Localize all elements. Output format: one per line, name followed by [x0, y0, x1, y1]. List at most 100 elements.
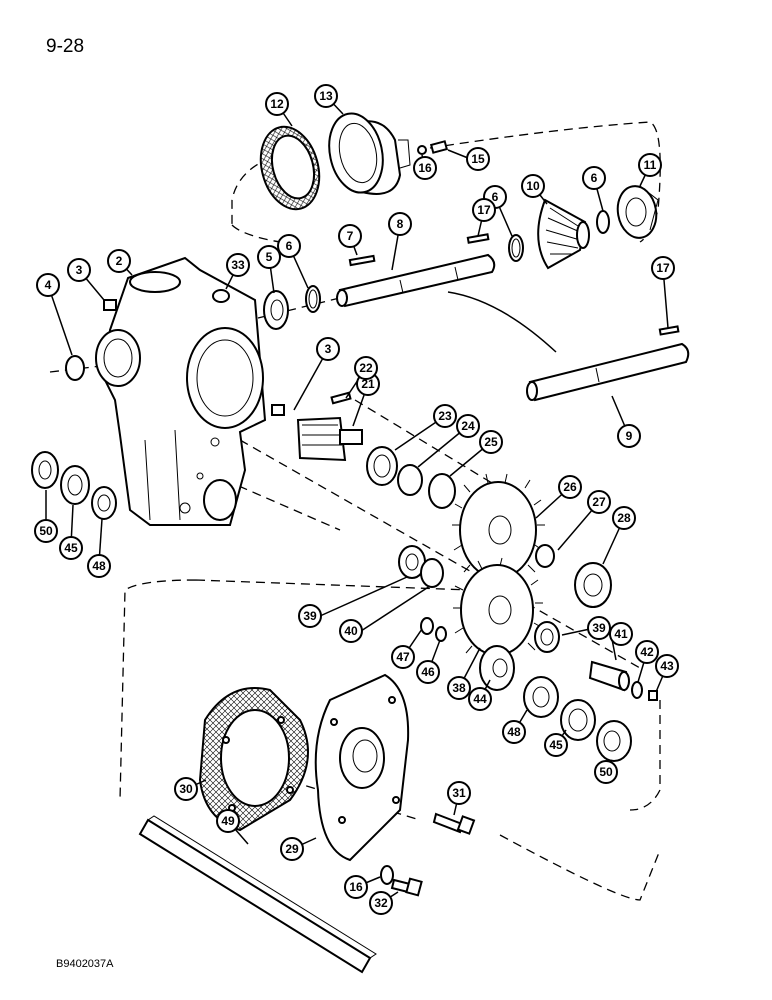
shaft-9: [526, 342, 690, 402]
seal-12: [259, 125, 321, 211]
nut-47: [420, 617, 434, 635]
svg-text:23: 23: [438, 409, 452, 423]
svg-text:50: 50: [39, 524, 53, 538]
snap-ring-40: [420, 558, 444, 588]
center-line-b: [239, 439, 641, 669]
snap-ring-6-left: [305, 285, 321, 313]
callout-16-lower: 16: [344, 875, 368, 899]
page-number: 9-28: [46, 36, 85, 57]
svg-text:29: 29: [285, 842, 299, 856]
callout-45-left: 45: [59, 536, 83, 560]
svg-text:43: 43: [660, 659, 674, 673]
svg-text:4: 4: [45, 278, 52, 292]
cover-29: [314, 673, 410, 862]
svg-text:6: 6: [492, 190, 499, 204]
key-7: [348, 254, 376, 267]
bearing-11: [616, 185, 659, 239]
callout-6-right: 6: [582, 166, 606, 190]
svg-text:27: 27: [592, 495, 606, 509]
callout-27: 27: [587, 490, 611, 514]
svg-text:39: 39: [303, 609, 317, 623]
callout-45-right: 45: [544, 733, 568, 757]
bearing-5: [263, 290, 289, 330]
key-17-upper: [466, 233, 490, 244]
callout-17-lower: 17: [651, 256, 675, 280]
svg-text:15: 15: [471, 152, 485, 166]
callout-39-left: 39: [298, 604, 322, 628]
svg-text:10: 10: [526, 179, 540, 193]
callout-31: 31: [447, 781, 471, 805]
callout-50-left: 50: [34, 519, 58, 543]
bearing-23: [366, 446, 398, 486]
callout-17-upper: 17: [472, 198, 496, 222]
bolt-15: [417, 140, 449, 155]
callout-9: 9: [617, 424, 641, 448]
callout-2: 2: [107, 249, 131, 273]
svg-text:21: 21: [361, 377, 375, 391]
svg-text:22: 22: [359, 361, 373, 375]
gasket-30: [198, 687, 309, 832]
key-17-lower: [658, 325, 680, 336]
callout-3-top: 3: [67, 258, 91, 282]
svg-text:8: 8: [397, 217, 404, 231]
callout-5: 5: [257, 245, 281, 269]
fitting-3-mid: [271, 404, 285, 416]
gearbox-housing-2: [95, 256, 267, 526]
svg-text:41: 41: [614, 627, 628, 641]
lower-group-bracket: [119, 579, 661, 901]
callout-15: 15: [466, 147, 490, 171]
svg-text:45: 45: [64, 541, 78, 555]
ring-42: [631, 681, 643, 699]
bevel-gear-10: [537, 198, 590, 270]
bearing-48-left: [91, 486, 117, 520]
callout-42: 42: [635, 640, 659, 664]
svg-text:16: 16: [418, 161, 432, 175]
callout-33: 33: [226, 253, 250, 277]
svg-text:42: 42: [640, 645, 654, 659]
shaft-41: [588, 660, 630, 692]
callout-48-left: 48: [87, 554, 111, 578]
svg-text:44: 44: [473, 692, 487, 706]
callout-6-left: 6: [277, 234, 301, 258]
bearing-45-left: [60, 465, 90, 505]
svg-text:12: 12: [270, 97, 284, 111]
svg-text:13: 13: [319, 89, 333, 103]
nut-33: [212, 289, 230, 303]
callout-30: 30: [174, 777, 198, 801]
svg-text:25: 25: [484, 435, 498, 449]
seal-50-left: [31, 451, 59, 489]
callout-40: 40: [339, 619, 363, 643]
snap-ring-6-mid: [508, 234, 524, 262]
callout-50-right: 50: [594, 760, 618, 784]
svg-text:50: 50: [599, 765, 613, 779]
svg-text:49: 49: [221, 814, 235, 828]
svg-text:32: 32: [374, 896, 388, 910]
svg-text:38: 38: [452, 681, 466, 695]
svg-text:3: 3: [76, 263, 83, 277]
svg-text:48: 48: [507, 725, 521, 739]
callout-41: 41: [609, 622, 633, 646]
callout-29: 29: [280, 837, 304, 861]
key-stock-49: [138, 815, 377, 974]
callout-46: 46: [416, 660, 440, 684]
callout-49: 49: [216, 809, 240, 833]
svg-text:31: 31: [452, 786, 466, 800]
shaft-relation-arc: [447, 291, 557, 353]
svg-text:33: 33: [231, 258, 245, 272]
bearing-48-right: [523, 676, 559, 718]
bolt-32: [390, 877, 423, 897]
callout-3-mid: 3: [316, 337, 340, 361]
callout-47: 47: [391, 645, 415, 669]
svg-text:17: 17: [656, 261, 670, 275]
callout-7: 7: [338, 224, 362, 248]
svg-text:3: 3: [325, 342, 332, 356]
svg-text:26: 26: [563, 480, 577, 494]
callout-48-right: 48: [502, 720, 526, 744]
svg-text:7: 7: [347, 229, 354, 243]
svg-text:5: 5: [266, 250, 273, 264]
sprocket-26: [452, 473, 545, 586]
callout-22: 22: [354, 356, 378, 380]
washer-46: [435, 626, 447, 642]
callout-44: 44: [468, 687, 492, 711]
